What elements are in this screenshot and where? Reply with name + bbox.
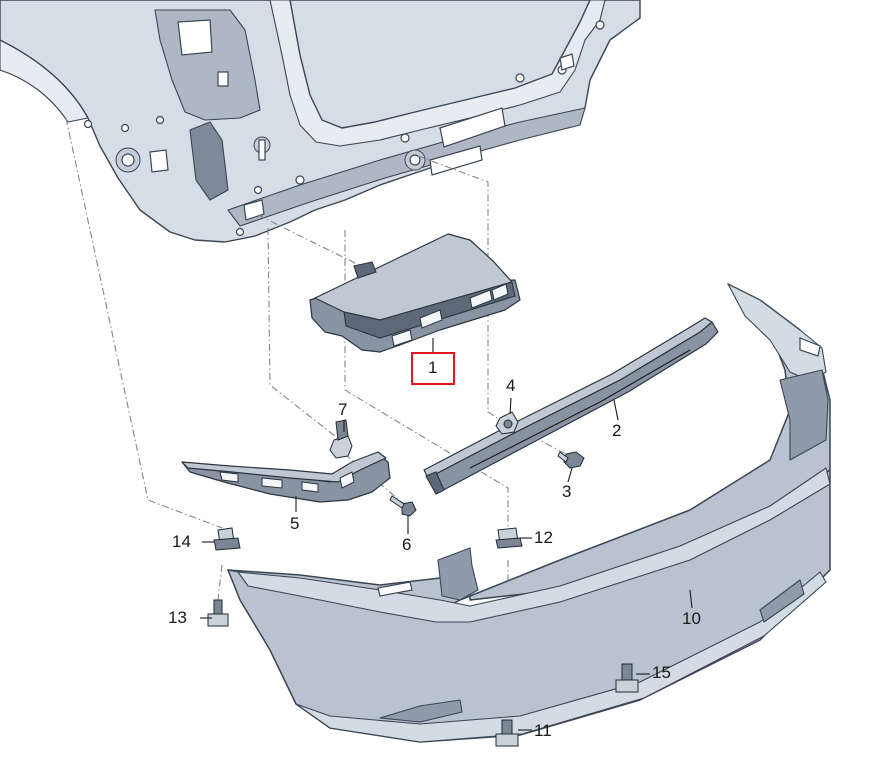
callout-1-highlight <box>411 352 455 385</box>
callout-leader-lines <box>200 338 693 731</box>
screw-3 <box>557 451 585 469</box>
callout-15: 15 <box>652 663 671 682</box>
part-10-bumper-cover <box>227 283 831 743</box>
bolt-11 <box>495 719 519 747</box>
rear-body-panel <box>0 0 641 243</box>
spreader-nut-12 <box>495 527 523 549</box>
callout-14: 14 <box>172 532 191 551</box>
bolt-15 <box>615 663 639 693</box>
callout-4: 4 <box>506 376 516 395</box>
clip-nut-4 <box>495 411 519 435</box>
callout-13: 13 <box>168 608 187 627</box>
callout-7: 7 <box>338 400 348 419</box>
part-5-side-bracket <box>181 451 391 503</box>
callout-11: 11 <box>534 721 552 740</box>
part-1-centre-bracket <box>309 233 521 353</box>
bolt-13 <box>207 599 229 627</box>
screw-6 <box>389 495 417 517</box>
clip-7 <box>329 419 353 459</box>
callout-6: 6 <box>402 535 412 554</box>
spreader-nut-14 <box>213 527 241 551</box>
callout-2: 2 <box>612 421 622 440</box>
callout-5: 5 <box>290 514 300 533</box>
callout-10: 10 <box>682 609 701 628</box>
callout-12: 12 <box>534 528 553 547</box>
callout-1: 1 <box>428 358 438 377</box>
callout-3: 3 <box>562 482 572 501</box>
part-2-guide-strip <box>423 317 719 495</box>
